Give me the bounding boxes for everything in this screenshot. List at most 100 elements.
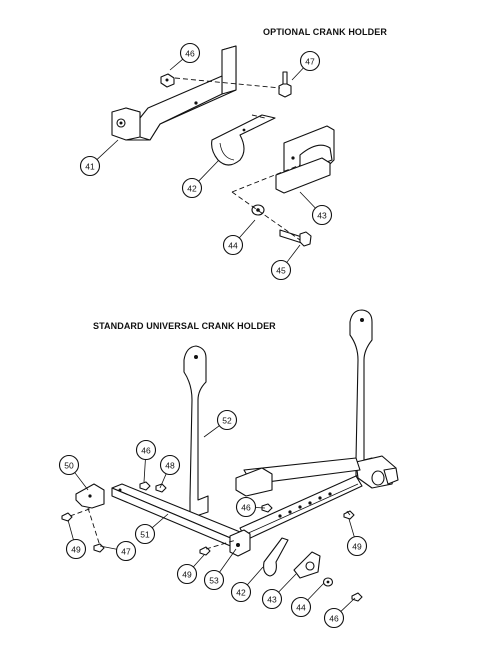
callout-48: 48	[159, 454, 181, 489]
leader-line	[169, 58, 184, 71]
callout-46-optional: 46	[169, 42, 201, 71]
callout-label: 53	[209, 576, 219, 586]
callout-43-optional: 43	[299, 191, 333, 226]
callout-label: 43	[267, 595, 277, 605]
callout-label: 46	[185, 49, 195, 59]
callout-circle	[134, 523, 156, 545]
left-bracket-part-50	[75, 483, 105, 509]
callout-label: 49	[182, 570, 192, 580]
callout-42-optional: 42	[181, 159, 220, 199]
nut-part-46-optional	[160, 73, 175, 88]
right-post	[349, 309, 373, 477]
callout-46-bottom: 46	[323, 597, 356, 629]
washer-part-44-optional	[251, 204, 265, 216]
callout-circle	[79, 155, 101, 177]
callout-label: 43	[317, 211, 327, 221]
leader-line	[348, 518, 355, 538]
callout-label: 44	[228, 241, 238, 251]
callout-circle	[65, 538, 87, 560]
callout-49-left: 49	[65, 519, 87, 560]
callout-label: 48	[165, 461, 175, 471]
screws-part-49	[61, 510, 355, 556]
standard-crank-holder-assembly	[61, 309, 399, 602]
clamp-part-43-standard	[293, 551, 321, 579]
leader-line	[340, 597, 356, 612]
callout-46-right: 46	[235, 496, 266, 518]
callout-circle	[203, 569, 225, 591]
callout-circle	[311, 204, 333, 226]
clip-part-42-optional	[211, 114, 276, 166]
callout-label: 42	[187, 184, 197, 194]
callout-circle	[290, 596, 312, 618]
washer-part-44-standard	[322, 577, 334, 587]
standard-crank-holder-title: STANDARD UNIVERSAL CRANK HOLDER	[93, 321, 276, 331]
callout-circle	[216, 409, 238, 431]
callout-label: 45	[276, 266, 286, 276]
leader-line	[299, 191, 316, 209]
callout-circle	[135, 439, 157, 461]
callout-51: 51	[134, 513, 169, 545]
callout-47-standard: 47	[99, 540, 137, 562]
callout-label: 41	[85, 162, 95, 172]
callout-circle	[181, 177, 203, 199]
leader-line	[307, 582, 325, 601]
clip-part-42-standard	[263, 537, 289, 577]
callout-circle	[179, 42, 201, 64]
callout-circle	[261, 588, 283, 610]
callout-label: 42	[236, 588, 246, 598]
callout-circle	[270, 259, 292, 281]
leader-line	[238, 219, 256, 239]
callout-label: 49	[71, 545, 81, 555]
callout-label: 52	[222, 416, 232, 426]
leader-line	[96, 139, 119, 160]
bolt-part-47-optional	[278, 71, 292, 98]
lateral-bar-part-51	[111, 483, 251, 551]
callout-42-standard: 42	[230, 566, 264, 603]
callout-circle	[58, 454, 80, 476]
callout-label: 44	[296, 603, 306, 613]
callout-53: 53	[203, 548, 237, 591]
leader-line	[198, 159, 220, 182]
callout-label: 46	[141, 446, 151, 456]
optional-crank-holder-title: OPTIONAL CRANK HOLDER	[263, 27, 387, 37]
callout-circle	[115, 540, 137, 562]
leader-line	[286, 244, 301, 263]
callout-label: 47	[305, 57, 315, 67]
leader-line	[278, 573, 297, 593]
callout-43-standard: 43	[261, 573, 297, 610]
screws-part-46-48	[139, 481, 273, 513]
callout-label: 51	[140, 530, 150, 540]
callout-45-optional: 45	[270, 244, 301, 281]
right-clamp	[355, 455, 399, 489]
leader-line	[291, 67, 304, 81]
callout-circle	[176, 563, 198, 585]
callout-circle	[235, 496, 257, 518]
callout-52: 52	[203, 409, 238, 438]
callout-circle	[346, 535, 368, 557]
leader-line	[74, 472, 89, 491]
callout-circle	[230, 581, 252, 603]
leader-line	[203, 425, 220, 438]
callout-label: 47	[121, 547, 131, 557]
left-post-part-52	[183, 345, 209, 519]
connector-block-part-53	[229, 529, 251, 557]
leader-line	[255, 507, 266, 509]
leader-line	[151, 513, 169, 529]
leader-line	[193, 554, 205, 568]
callout-circle	[159, 454, 181, 476]
clamp-part-43-optional	[275, 125, 335, 194]
callout-label: 50	[64, 461, 74, 471]
leader-line	[246, 566, 264, 586]
callout-circle	[323, 607, 345, 629]
callout-label: 49	[352, 542, 362, 552]
bolt-part-47-standard	[93, 543, 105, 553]
bracket-part-41	[111, 45, 237, 141]
callout-44-standard: 44	[290, 582, 325, 618]
leader-line	[99, 545, 117, 550]
leader-line	[219, 548, 237, 573]
rear-cross-tube	[235, 457, 361, 497]
callout-41-optional: 41	[79, 139, 119, 177]
callout-label: 46	[241, 503, 251, 513]
callout-49-right: 49	[346, 518, 368, 557]
